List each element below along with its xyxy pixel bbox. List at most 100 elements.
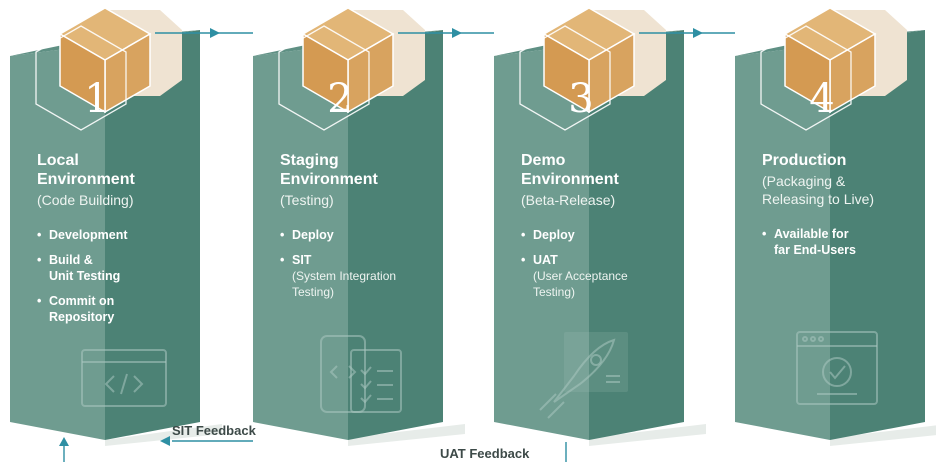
window-dot bbox=[818, 336, 824, 342]
stage-title-line: Environment bbox=[280, 171, 378, 188]
stage-bullet: Deploy bbox=[521, 227, 679, 243]
connector-arrowhead bbox=[693, 28, 703, 38]
bullet-text: Deploy bbox=[292, 228, 334, 242]
stage-subtitle: (Beta-Release) bbox=[521, 191, 679, 209]
code-slash bbox=[120, 373, 128, 395]
check-circle bbox=[822, 357, 852, 387]
stage-subtitle-line: Releasing to Live) bbox=[762, 191, 875, 207]
bullet-text: SIT bbox=[292, 253, 312, 267]
approved-window-icon bbox=[796, 331, 878, 405]
stage-number: 1 bbox=[84, 76, 109, 122]
stage-subtitle-line: (Beta-Release) bbox=[521, 192, 616, 208]
stage-bullet: Available for far End-Users bbox=[762, 226, 920, 258]
bullet-text: far End-Users bbox=[774, 243, 856, 257]
stage-title-line: Staging bbox=[280, 152, 339, 169]
connector-arrows bbox=[59, 28, 735, 462]
feedback-arrows bbox=[59, 436, 567, 462]
stage-text-4: Production (Packaging & Releasing to Live)… bbox=[762, 151, 920, 267]
stage-number: 2 bbox=[327, 76, 352, 122]
window-dot bbox=[810, 336, 816, 342]
code-bracket-left bbox=[329, 365, 338, 379]
rocket-launch-icon bbox=[539, 332, 628, 419]
rocket-trail bbox=[547, 401, 565, 419]
rocket-body bbox=[553, 338, 616, 403]
stage-title: Production bbox=[762, 151, 920, 170]
window-frame bbox=[81, 349, 167, 407]
bullet-text: Unit Testing bbox=[49, 269, 121, 283]
pillars-layer: 1 2 3 4 bbox=[10, 7, 936, 446]
check-mark bbox=[829, 365, 846, 380]
bullet-text: Available for bbox=[774, 227, 849, 241]
code-checklist-icon bbox=[320, 335, 402, 413]
bullet-note: (System Integration bbox=[292, 269, 397, 283]
code-bracket-left bbox=[104, 375, 115, 393]
code-bracket-right bbox=[133, 375, 144, 393]
cube-wireframe bbox=[278, 25, 370, 131]
stage-number: 3 bbox=[568, 76, 593, 122]
stage-number: 4 bbox=[809, 76, 834, 122]
stage-title-line: Environment bbox=[521, 171, 619, 188]
cube-left-face bbox=[59, 32, 106, 114]
bullet-text: Development bbox=[49, 228, 128, 242]
cube-wireframe bbox=[519, 25, 611, 131]
stage-bullet: Development bbox=[37, 227, 195, 243]
stage-title-line: Production bbox=[762, 152, 847, 169]
window-dot bbox=[802, 336, 808, 342]
bullet-text: Build & bbox=[49, 253, 93, 267]
uat-feedback-label: UAT Feedback bbox=[440, 446, 530, 461]
cube-left-face bbox=[543, 32, 590, 114]
uat-feedback-arrowhead bbox=[59, 437, 69, 446]
pillar-floor-shadow bbox=[105, 424, 222, 446]
check-mark bbox=[360, 366, 372, 376]
cube-left-face bbox=[302, 32, 349, 114]
cube-wireframe bbox=[35, 25, 127, 131]
sit-feedback-label: SIT Feedback bbox=[172, 423, 256, 438]
stage-title-line: Environment bbox=[37, 171, 135, 188]
pillar-floor-shadow bbox=[830, 425, 936, 446]
stage-bullet: Commit on Repository bbox=[37, 293, 195, 325]
stage-bullet: Build & Unit Testing bbox=[37, 252, 195, 284]
rocket-trail bbox=[539, 393, 557, 411]
bullet-note: Testing) bbox=[292, 285, 335, 299]
checklist-board bbox=[350, 349, 402, 413]
stage-bullet-list: Available for far End-Users bbox=[762, 226, 920, 258]
pillar-floor-shadow bbox=[589, 424, 706, 446]
bullet-text: Repository bbox=[49, 310, 115, 324]
bullet-text: Deploy bbox=[533, 228, 575, 242]
stage-bullet-list: DevelopmentBuild & Unit TestingCommit on R… bbox=[37, 227, 195, 325]
code-window-icon bbox=[81, 349, 167, 407]
stage-subtitle: (Packaging & Releasing to Live) bbox=[762, 172, 920, 208]
rocket-window bbox=[590, 354, 602, 366]
window-frame bbox=[796, 331, 878, 405]
bullet-text: UAT bbox=[533, 253, 558, 267]
stage-title-line: Local bbox=[37, 152, 79, 169]
stage-subtitle: (Code Building) bbox=[37, 191, 195, 209]
connector-arrowhead bbox=[210, 28, 220, 38]
stage-title-line: Demo bbox=[521, 152, 566, 169]
pillar-floor-shadow bbox=[348, 424, 465, 446]
stage-subtitle: (Testing) bbox=[280, 191, 438, 209]
cube-left-face bbox=[784, 32, 831, 114]
bullet-note: Testing) bbox=[533, 285, 576, 299]
stage-bullet: Deploy bbox=[280, 227, 438, 243]
check-mark bbox=[360, 380, 372, 390]
check-mark bbox=[360, 394, 372, 404]
sit-feedback-arrowhead bbox=[160, 436, 170, 446]
stage-subtitle-line: (Packaging & bbox=[762, 173, 846, 189]
cube-wireframe bbox=[760, 25, 852, 131]
stage-subtitle-line: (Testing) bbox=[280, 192, 334, 208]
bullet-text: Commit on bbox=[49, 294, 115, 308]
connector-arrowhead bbox=[452, 28, 462, 38]
